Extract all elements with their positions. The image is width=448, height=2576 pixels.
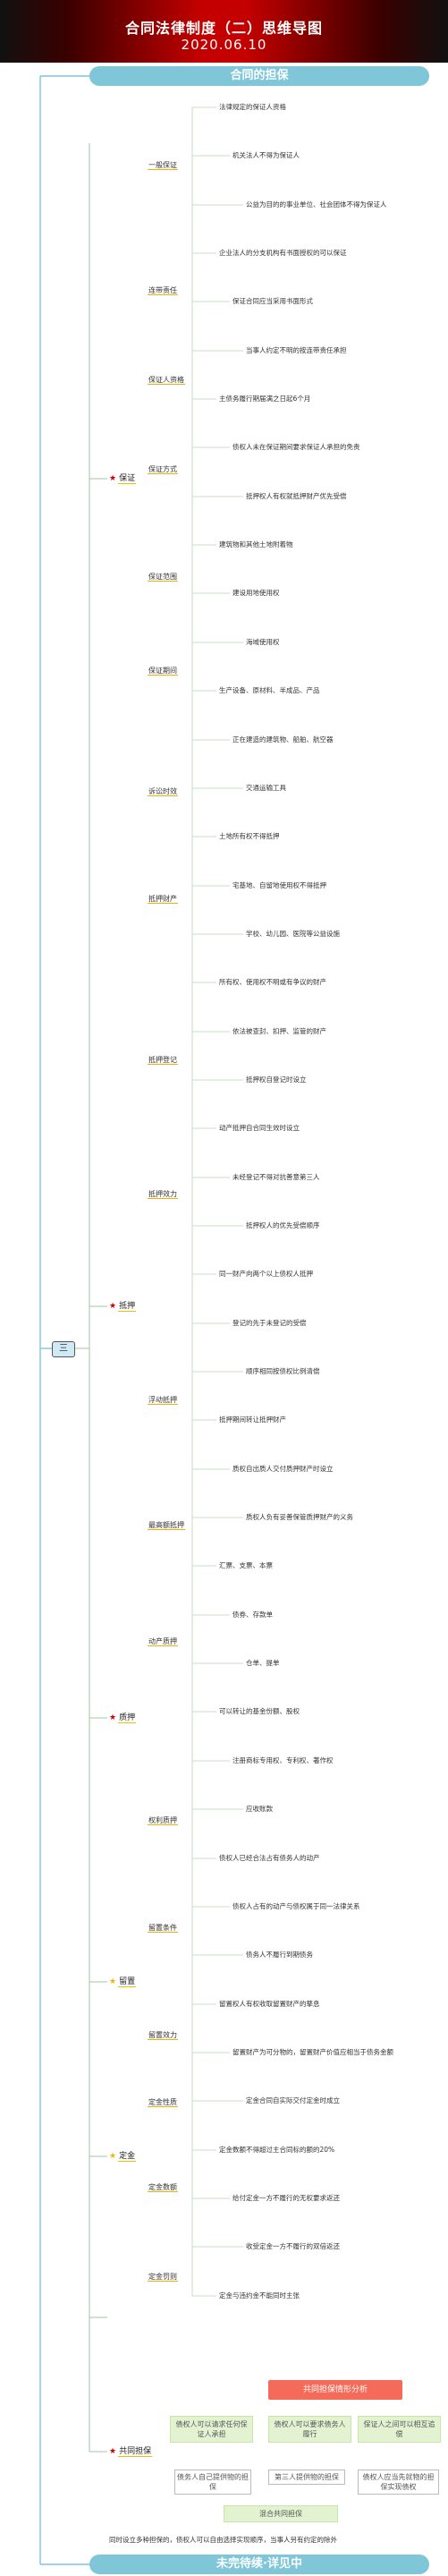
co-footer-text: 同时设立多种担保的，债权人可以自由选择实现顺序，当事人另有约定的除外 [109,2536,337,2544]
node-guarantee-limitation[interactable]: 诉讼时效 [148,787,178,796]
leaf-item: 登记的先于未登记的受偿 [232,1319,307,1327]
leaf-item: 保证合同应当采用书面形式 [232,297,313,305]
header-banner: 合同法律制度（二）思维导图 2020.06.10 [0,0,448,63]
leaf-item: 抵押权人有权就抵押财产优先受偿 [246,492,347,500]
leaf-item: 债权人占有的动产与债权属于同一法律关系 [232,1902,360,1910]
leaf-item: 债券、存款单 [232,1611,273,1619]
leaf-item: 债权人未在保证期间要求保证人承担的免责 [232,443,360,451]
node-guarantee-qualification[interactable]: 保证人资格 [148,376,185,385]
branch-co-guarantee[interactable]: ★共同担保 [109,2447,153,2457]
node-guarantee-scope[interactable]: 保证范围 [148,573,178,582]
bottom-section-pill: 未完待续·详见中 [89,2555,429,2574]
branch-guarantee[interactable]: ★保证 [109,474,137,484]
co-guarantee-header: 共同担保情形分析 [268,2380,402,2400]
leaf-item: 动产抵押自合同生效时设立 [219,1124,300,1132]
co-box-6: 债权人应当先就物的担保实现债权 [358,2470,439,2495]
node-guarantee-period[interactable]: 保证期间 [148,667,178,676]
leaf-item: 顺序相同按债权比例清偿 [246,1367,320,1375]
page-date: 2020.06.10 [181,37,267,53]
co-box-3: 保证人之间可以相互追偿 [358,2416,441,2443]
leaf-item: 汇票、支票、本票 [219,1561,273,1569]
leaf-item: 宅基地、自留地使用权不得抵押 [232,881,326,889]
leaf-item: 债权人已经合法占有债务人的动产 [219,1854,320,1862]
node-retention-conditions[interactable]: 留置条件 [148,1924,178,1933]
leaf-item: 定金与违约金不能同时主张 [219,2291,300,2300]
leaf-item: 仓单、提单 [246,1659,280,1667]
leaf-item: 当事人约定不明的按连带责任承担 [246,346,347,354]
leaf-item: 依法被查封、扣押、监管的财产 [232,1027,326,1035]
node-guarantee-joint[interactable]: 连带责任 [148,286,178,295]
co-box-2: 债权人可以要求债务人履行 [268,2416,351,2443]
leaf-item: 可以转让的基金份额、股权 [219,1707,300,1715]
node-guarantee-general[interactable]: 一般保证 [148,161,178,170]
leaf-item: 收受定金一方不履行的双倍返还 [246,2242,340,2250]
leaf-item: 海域使用权 [246,638,280,646]
leaf-item: 定金合同自实际交付定金时成立 [246,2096,340,2104]
leaf-item: 质权人负有妥善保管质押财产的义务 [246,1513,353,1521]
branch-deposit[interactable]: ★定金 [109,2152,137,2162]
node-deposit-nature[interactable]: 定金性质 [148,2098,178,2107]
leaf-item: 债务人不履行到期债务 [246,1951,313,1959]
node-retention-effect[interactable]: 留置效力 [148,2031,178,2040]
co-box-1: 债权人可以请求任何保证人承担 [170,2416,253,2443]
leaf-item: 给付定金一方不履行的无权要求返还 [232,2194,340,2202]
leaf-item: 注册商标专用权、专利权、著作权 [232,1756,334,1764]
leaf-item: 学校、幼儿园、医院等公益设施 [246,930,340,938]
page-title: 合同法律制度（二）思维导图 [124,20,323,37]
leaf-item: 生产设备、原材料、半成品、产品 [219,686,320,694]
node-lien-property[interactable]: 抵押财产 [148,895,178,904]
leaf-item: 机关法人不得为保证人 [232,151,300,159]
node-lien-maximum[interactable]: 最高额抵押 [148,1521,185,1530]
root-node[interactable]: 三 [52,1341,75,1357]
leaf-item: 公益为目的的事业单位、社会团体不得为保证人 [246,200,387,208]
node-lien-registration[interactable]: 抵押登记 [148,1056,178,1065]
node-pledge-movable[interactable]: 动产质押 [148,1637,178,1646]
leaf-item: 抵押期间转让抵押财产 [219,1416,286,1424]
branch-retention[interactable]: ★留置 [109,1977,137,1987]
branch-lien[interactable]: ★抵押 [109,1302,137,1312]
leaf-item: 土地所有权不得抵押 [219,832,280,840]
leaf-item: 同一财产向两个以上债权人抵押 [219,1270,313,1278]
leaf-item: 留置财产为可分物的，留置财产价值应相当于债务金额 [232,2048,393,2056]
node-lien-effect[interactable]: 抵押效力 [148,1190,178,1199]
leaf-item: 所有权、使用权不明或有争议的财产 [219,978,326,986]
leaf-item: 法律规定的保证人资格 [219,103,286,111]
leaf-item: 留置权人有权收取留置财产的孳息 [219,2000,320,2008]
node-lien-floating[interactable]: 浮动抵押 [148,1396,178,1405]
co-box-5: 第三人提供物的担保 [268,2470,345,2485]
node-pledge-rights[interactable]: 权利质押 [148,1816,178,1825]
leaf-item: 质权自出质人交付质押财产时设立 [232,1465,334,1473]
leaf-item: 正在建造的建筑物、船舶、航空器 [232,735,334,744]
leaf-item: 抵押权自登记时设立 [246,1075,307,1084]
node-deposit-penalty[interactable]: 定金罚则 [148,2273,178,2282]
co-box-7: 混合共同担保 [224,2505,338,2522]
leaf-item: 未经登记不得对抗善意第三人 [232,1173,320,1181]
leaf-item: 应收账款 [246,1805,273,1813]
top-section-pill: 合同的担保 [89,66,429,86]
node-deposit-amount[interactable]: 定金数额 [148,2183,178,2192]
branch-pledge[interactable]: ★质押 [109,1713,137,1723]
co-box-4: 债务人自己提供物的担保 [174,2470,251,2495]
leaf-item: 抵押权人的优先受偿顺序 [246,1221,320,1229]
leaf-item: 企业法人的分支机构有书面授权的可以保证 [219,249,347,257]
leaf-item: 建设用地使用权 [232,589,280,597]
node-guarantee-form[interactable]: 保证方式 [148,465,178,474]
leaf-item: 建筑物和其他土地附着物 [219,540,293,548]
leaf-item: 交通运输工具 [246,784,286,792]
leaf-item: 主债务履行期届满之日起6个月 [219,395,311,403]
leaf-item: 定金数额不得超过主合同标的额的20% [219,2146,335,2154]
